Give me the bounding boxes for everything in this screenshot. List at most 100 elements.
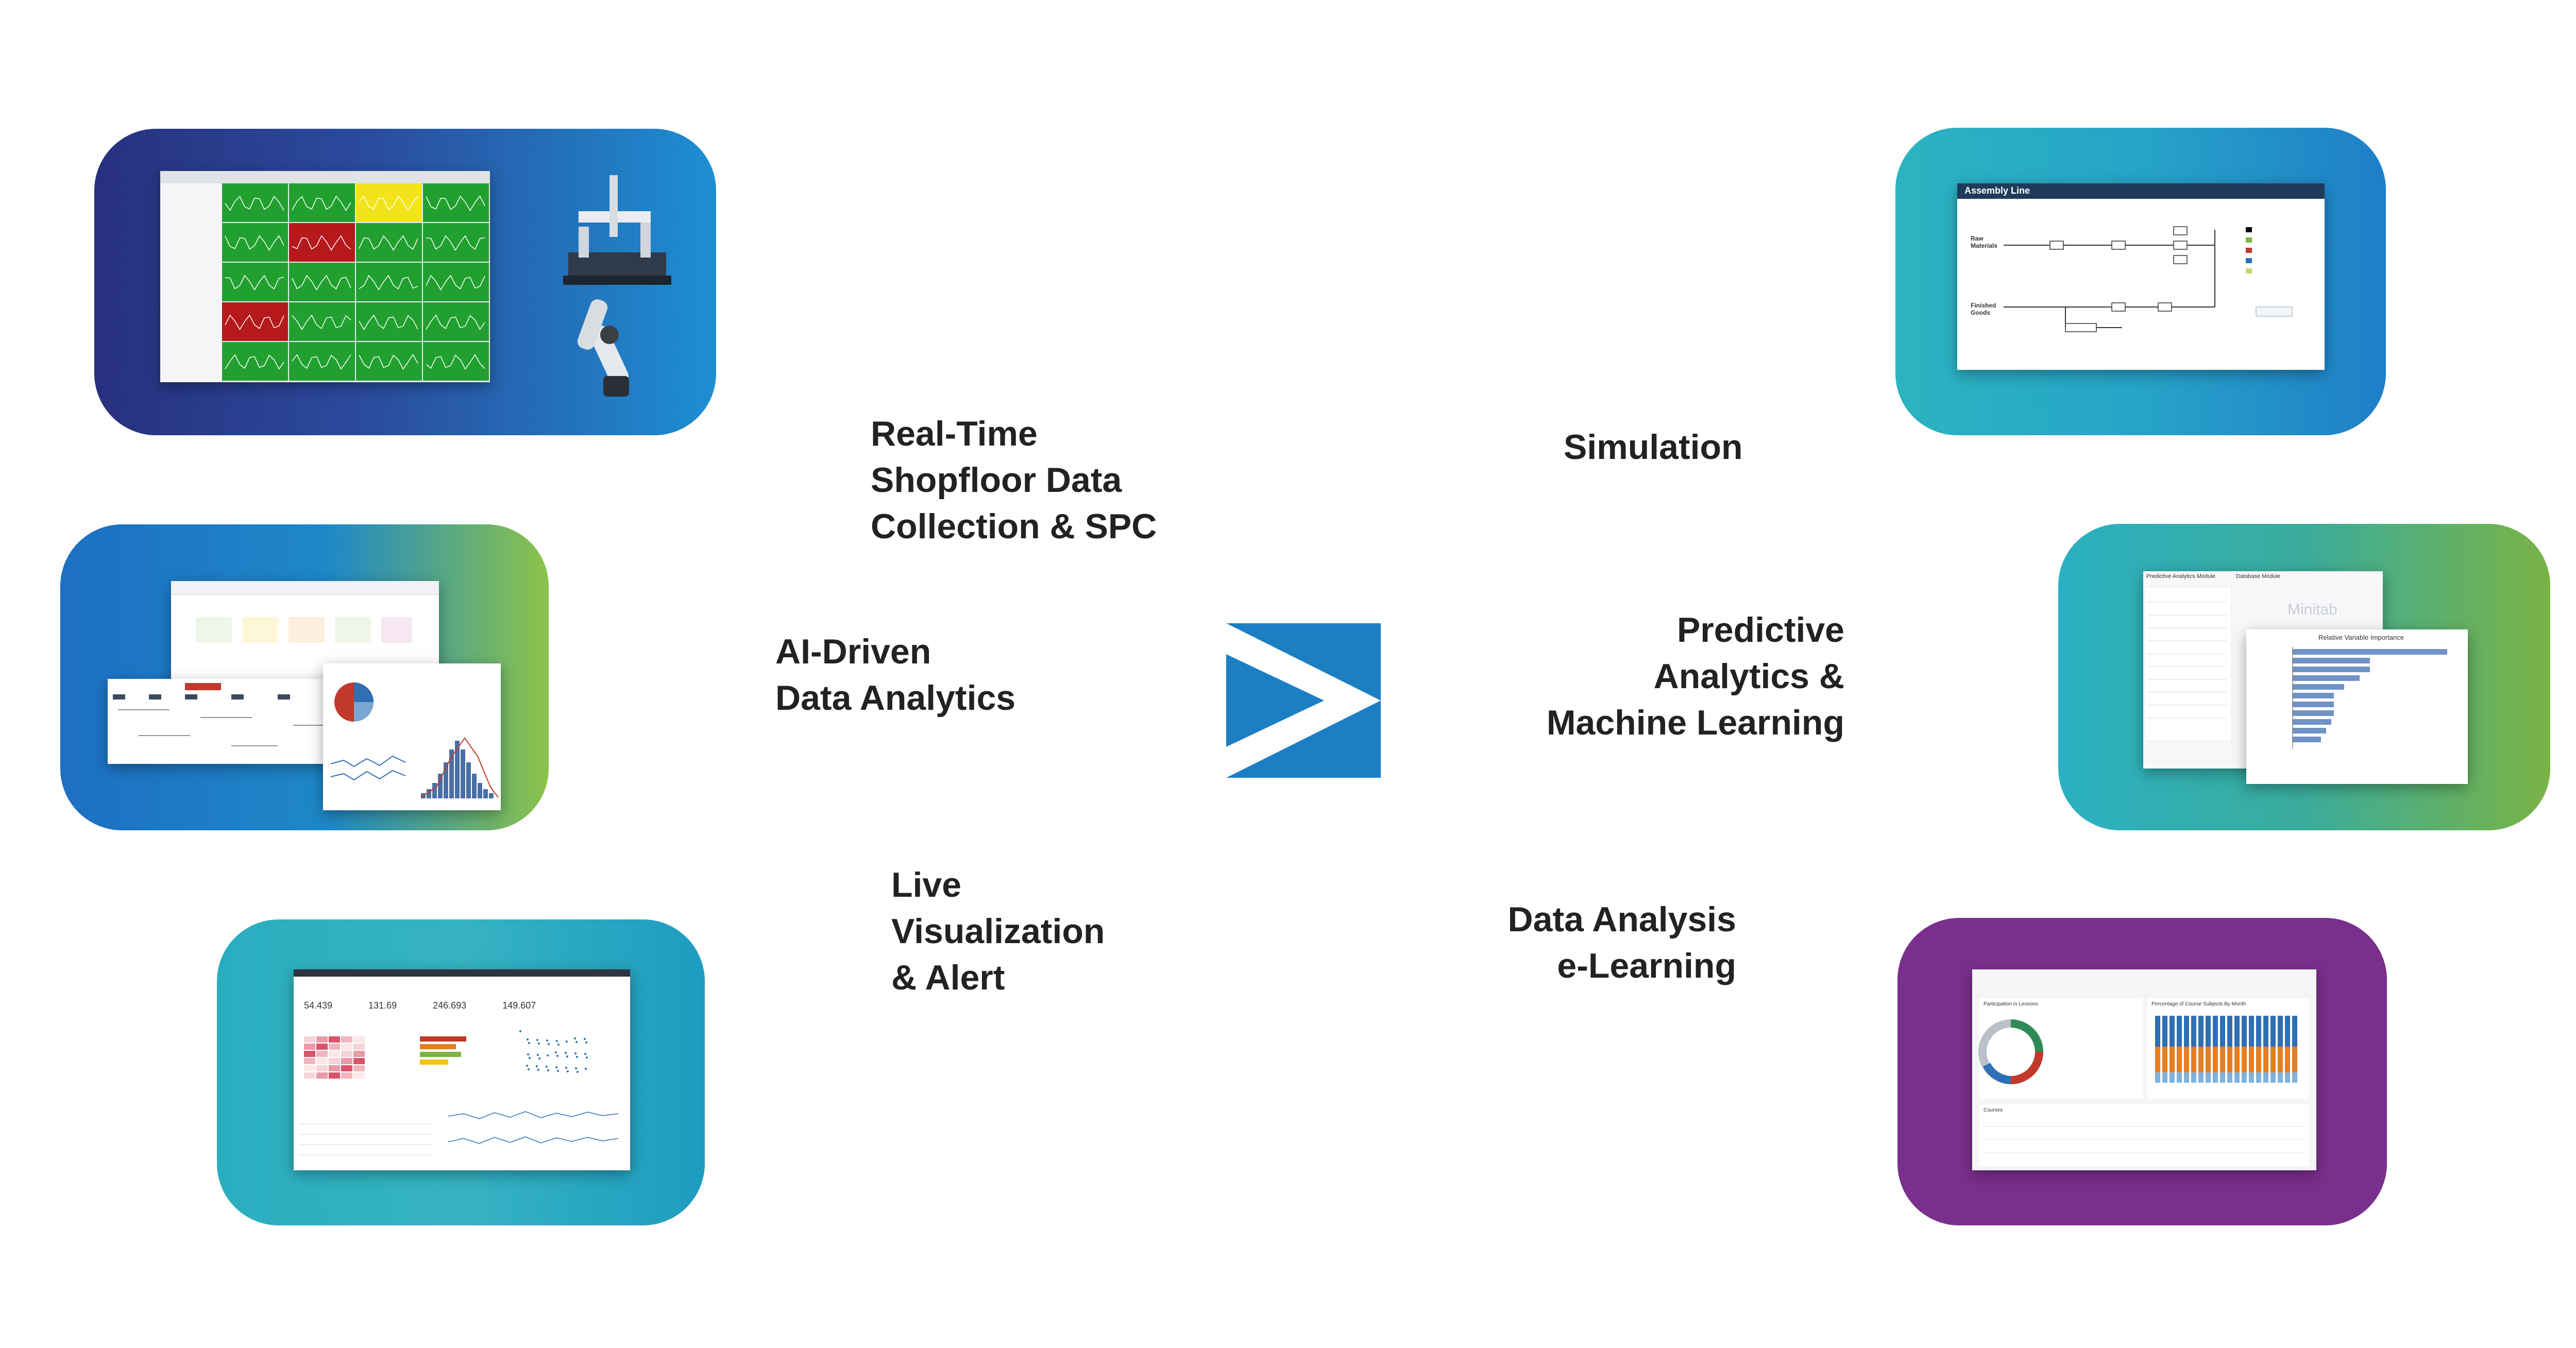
heatmap-cell: [304, 1044, 315, 1050]
stacked-bar-segment: [2242, 1047, 2247, 1072]
stacked-bar-segment: [2263, 1072, 2268, 1083]
heatmap-cell: [341, 1036, 352, 1043]
scatter-point: [536, 1065, 538, 1067]
simulation-screenshot: Assembly Line Raw Materials Finished Goo…: [1957, 183, 2325, 370]
card-simulation: Assembly Line Raw Materials Finished Goo…: [1895, 128, 2386, 435]
scatter-point: [574, 1052, 577, 1054]
scatter-point: [526, 1065, 528, 1067]
stacked-bar-segment: [2220, 1047, 2225, 1072]
spc-chart-trace: [292, 314, 351, 330]
stacked-bar-segment: [2198, 1016, 2204, 1047]
scatter-point: [585, 1042, 587, 1044]
stacked-bar-segment: [2234, 1047, 2240, 1072]
predictive-tab-database[interactable]: Database Module: [2236, 573, 2281, 579]
stacked-bar-segment: [2256, 1072, 2261, 1083]
stacked-bar-segment: [2292, 1016, 2297, 1047]
importance-bar: [2293, 649, 2447, 655]
predictive-tab-analytics[interactable]: Predictive Analytics Module: [2146, 573, 2215, 579]
histogram-bar: [455, 741, 460, 798]
heatmap-cell: [316, 1044, 328, 1050]
scatter-point: [575, 1067, 577, 1069]
stacked-bar-segment: [2227, 1047, 2232, 1072]
spc-chart-cell: [356, 342, 422, 381]
scatter-point: [584, 1053, 586, 1055]
scatter-point: [546, 1039, 548, 1042]
stacked-bar-segment: [2206, 1016, 2211, 1047]
scatter-point: [555, 1066, 557, 1068]
scatter-point: [556, 1040, 558, 1042]
histogram-bar: [461, 749, 465, 798]
scatter-point: [548, 1043, 550, 1045]
histogram-bar: [472, 774, 477, 798]
spc-chart-trace: [426, 314, 485, 330]
simulation-title-bar: [1957, 183, 2325, 199]
histogram-bar: [438, 774, 443, 798]
spc-software-screenshot: [160, 171, 490, 382]
card-live-visualization: 54.439 131.69 246.693 149.607: [217, 919, 705, 1225]
heatmap-cell: [304, 1072, 315, 1079]
stacked-bar-segment: [2170, 1072, 2175, 1083]
stacked-bar-segment: [2213, 1047, 2218, 1072]
histogram-bar: [444, 762, 448, 798]
stacked-bar-segment: [2184, 1072, 2189, 1083]
heatmap-cell: [353, 1072, 365, 1079]
importance-bar: [2293, 719, 2331, 725]
variable-importance-chart: Relative Variable Importance: [2246, 629, 2468, 784]
stacked-bar-segment: [2198, 1072, 2204, 1083]
importance-bar: [2293, 684, 2344, 690]
label-shopfloor-spc: Real-Time Shopfloor Data Collection & SP…: [871, 414, 1157, 546]
stacked-bar-segment: [2191, 1072, 2196, 1083]
spc-chart-cell: [356, 263, 422, 301]
label-predictive-analytics: Predictive Analytics & Machine Learning: [1546, 610, 1844, 742]
scatter-point: [565, 1052, 567, 1054]
spc-chart-trace: [225, 314, 284, 330]
scatter-point: [547, 1069, 549, 1071]
card-predictive-analytics: Predictive Analytics Module Database Mod…: [2058, 524, 2550, 830]
stacked-bar-segment: [2292, 1072, 2297, 1083]
spc-chart-cell: [222, 223, 288, 262]
raw-materials-label: Raw Materials: [1971, 235, 1998, 249]
heatmap-cell: [329, 1051, 340, 1057]
spc-chart-trace: [359, 195, 418, 211]
stacked-bar-segment: [2292, 1047, 2297, 1072]
stacked-bar-segment: [2256, 1016, 2261, 1047]
heatmap-cell: [316, 1058, 328, 1064]
stacked-bar-segment: [2278, 1072, 2283, 1083]
scatter-point: [538, 1057, 540, 1060]
stacked-bar-segment: [2249, 1047, 2254, 1072]
heatmap-cell: [329, 1058, 340, 1064]
stacked-bar-segment: [2206, 1072, 2211, 1083]
stacked-bar-segment: [2263, 1047, 2268, 1072]
heatmap-cell: [329, 1036, 340, 1043]
stacked-bar-segment: [2242, 1072, 2247, 1083]
scatter-point: [536, 1039, 538, 1041]
spc-chart-trace: [426, 354, 485, 370]
heatmap-cell: [341, 1058, 352, 1064]
stacked-bar-segment: [2155, 1047, 2160, 1072]
elearning-panel-percentage: Percentage of Course Subjects By Month: [2151, 1001, 2246, 1007]
variable-importance-title: Relative Variable Importance: [2318, 634, 2404, 641]
stacked-bar-segment: [2191, 1047, 2196, 1072]
stacked-bar-segment: [2184, 1016, 2189, 1047]
stacked-bar-segment: [2170, 1047, 2175, 1072]
importance-bar: [2293, 710, 2334, 716]
dashboard-value-4: 149.607: [502, 1000, 536, 1011]
stacked-bar-segment: [2177, 1047, 2182, 1072]
heatmap-cell: [316, 1065, 328, 1071]
importance-bar: [2293, 658, 2370, 663]
heatmap-cell: [329, 1044, 340, 1050]
importance-bar: [2293, 675, 2360, 681]
finished-goods-label: Finished Goods: [1971, 302, 1996, 316]
simulation-title: Assembly Line: [1964, 185, 2030, 196]
spc-chart-trace: [225, 275, 284, 291]
scatter-point: [575, 1041, 578, 1043]
stacked-bar-segment: [2155, 1016, 2160, 1047]
card-elearning: Participation in Lessons Percentage of C…: [1897, 918, 2387, 1225]
scatter-point: [586, 1056, 588, 1059]
scatter-point: [556, 1055, 558, 1057]
spc-chart-cell: [423, 183, 489, 222]
histogram-bar: [489, 793, 494, 798]
spc-chart-trace: [359, 354, 418, 370]
stacked-bar-segment: [2278, 1047, 2283, 1072]
spc-control-chart-grid: [222, 183, 489, 381]
